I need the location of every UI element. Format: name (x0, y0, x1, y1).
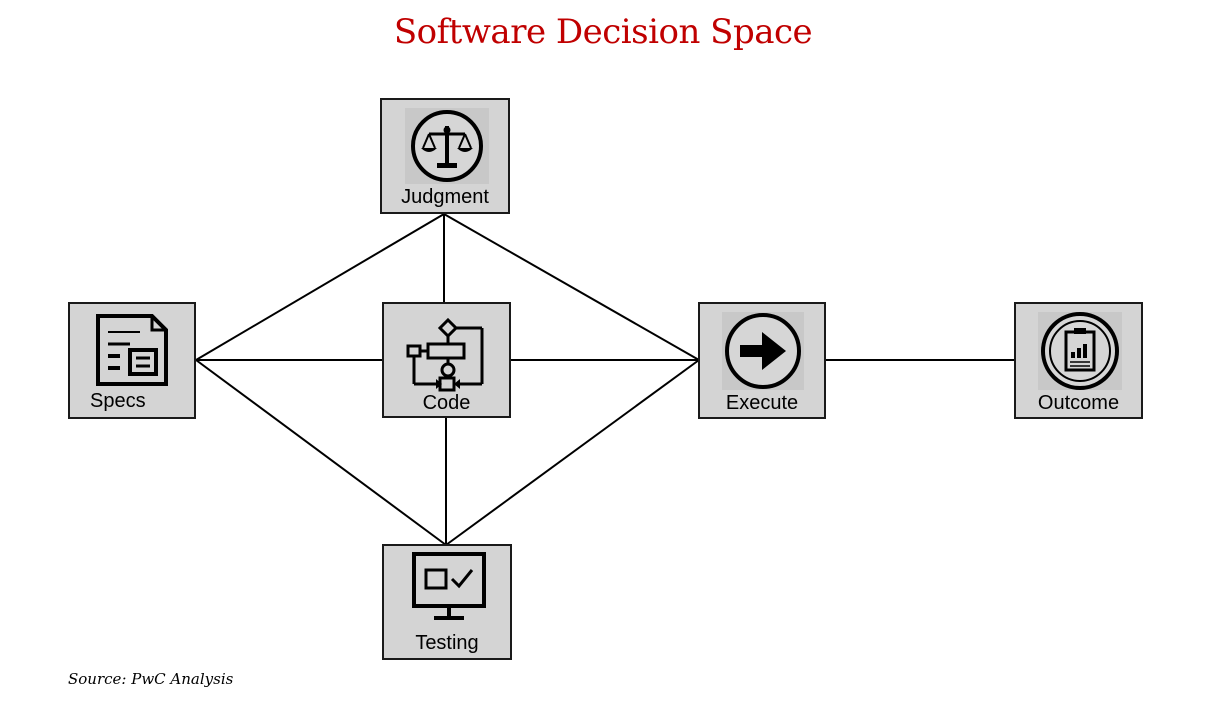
node-label-judgment: Judgment (401, 186, 489, 208)
node-execute: Execute (698, 302, 826, 419)
node-code: Code (382, 302, 511, 418)
node-label-specs: Specs (90, 390, 146, 412)
diagram-title: Software Decision Space (393, 12, 813, 52)
document-icon (96, 314, 168, 386)
node-label-testing: Testing (415, 632, 479, 654)
node-label-code: Code (422, 392, 471, 414)
edge-specs-judgment (195, 213, 445, 361)
node-judgment: Judgment (380, 98, 510, 214)
node-testing: Testing (382, 544, 512, 660)
node-specs: Specs (68, 302, 196, 419)
node-label-outcome: Outcome (1037, 392, 1120, 414)
edge-judgment-execute (443, 213, 700, 361)
scales-icon (405, 108, 489, 184)
arrow-right-icon (722, 312, 804, 390)
node-label-execute: Execute (725, 392, 799, 414)
source-note: Source: PwC Analysis (68, 670, 234, 688)
edge-testing-execute (445, 359, 700, 546)
monitor-check-icon (412, 552, 486, 620)
flowchart-icon (406, 317, 484, 392)
node-outcome: Outcome (1014, 302, 1143, 419)
edge-specs-testing (195, 359, 447, 546)
clipboard-chart-icon (1038, 312, 1122, 390)
